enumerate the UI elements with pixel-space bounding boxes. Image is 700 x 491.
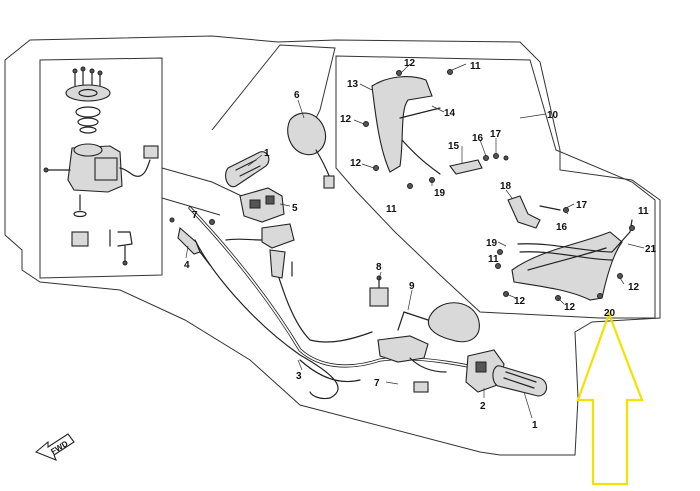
callout-label: 12 xyxy=(404,58,416,69)
handguard-bolts xyxy=(363,69,635,301)
ignition-switch-assembly xyxy=(43,66,159,266)
callout-label: 12 xyxy=(564,302,576,313)
callout-label: 20 xyxy=(604,308,616,319)
handguard-bar xyxy=(517,219,633,261)
highlight-arrow xyxy=(576,310,644,486)
handlebar xyxy=(188,206,522,380)
brake-master-cylinder xyxy=(377,335,447,393)
callout-label: 11 xyxy=(470,61,481,72)
cable-lower xyxy=(299,359,361,383)
callout-label: 15 xyxy=(448,141,460,152)
callout-numbers: 1 1 2 3 4 5 6 7 7 8 9 10 11 11 11 11 12 … xyxy=(184,58,657,431)
lower-handguard xyxy=(511,231,623,301)
clutch-lever-assembly xyxy=(225,223,295,279)
callout-label: 16 xyxy=(472,133,484,144)
callout-label: 19 xyxy=(434,188,446,199)
left-grip xyxy=(225,151,270,188)
callout-label: 10 xyxy=(547,110,559,121)
callout-label: 8 xyxy=(376,262,382,273)
callout-label: 11 xyxy=(386,204,397,215)
callout-label: 12 xyxy=(340,114,352,125)
screw xyxy=(209,219,215,225)
callout-label: 12 xyxy=(514,296,526,307)
callout-label: 9 xyxy=(409,281,415,292)
callout-label: 19 xyxy=(486,238,498,249)
fwd-direction-marker: FWD xyxy=(34,433,75,461)
callout-label: 17 xyxy=(490,129,502,140)
throttle-cable xyxy=(194,239,339,400)
callout-label: 1 xyxy=(264,148,270,159)
cable-adjuster xyxy=(177,226,211,266)
frame-divider xyxy=(161,167,251,216)
leader-lines xyxy=(185,63,645,419)
stop-switch xyxy=(369,275,389,307)
callout-label: 7 xyxy=(192,210,198,221)
callout-label: 11 xyxy=(488,254,499,265)
screw xyxy=(169,217,175,223)
right-mirror xyxy=(397,302,480,343)
callout-label: 1 xyxy=(532,420,538,431)
bracket-15 xyxy=(449,153,509,175)
handguard-subframe xyxy=(335,55,656,319)
callout-label: 12 xyxy=(350,158,362,169)
callout-label: 12 xyxy=(628,282,640,293)
callout-label: 2 xyxy=(480,401,486,412)
callout-label: 17 xyxy=(576,200,588,211)
callout-label: 13 xyxy=(347,79,359,90)
assembly-frame xyxy=(4,35,661,456)
upper-handguard xyxy=(371,76,441,175)
callout-label: 3 xyxy=(296,371,302,382)
callout-label: 11 xyxy=(638,206,649,217)
left-mirror xyxy=(287,112,335,189)
callout-label: 16 xyxy=(556,222,568,233)
ignition-subframe xyxy=(39,57,163,279)
callout-label: 5 xyxy=(292,203,298,214)
callout-label: 14 xyxy=(444,108,456,119)
callout-label: 6 xyxy=(294,90,300,101)
left-switch-housing xyxy=(239,187,285,223)
handguard-mount-18 xyxy=(507,195,569,229)
throttle-grip xyxy=(492,365,548,397)
callout-label: 7 xyxy=(374,378,380,389)
callout-label: 21 xyxy=(645,244,657,255)
callout-label: 4 xyxy=(184,260,190,271)
callout-label: 18 xyxy=(500,181,512,192)
